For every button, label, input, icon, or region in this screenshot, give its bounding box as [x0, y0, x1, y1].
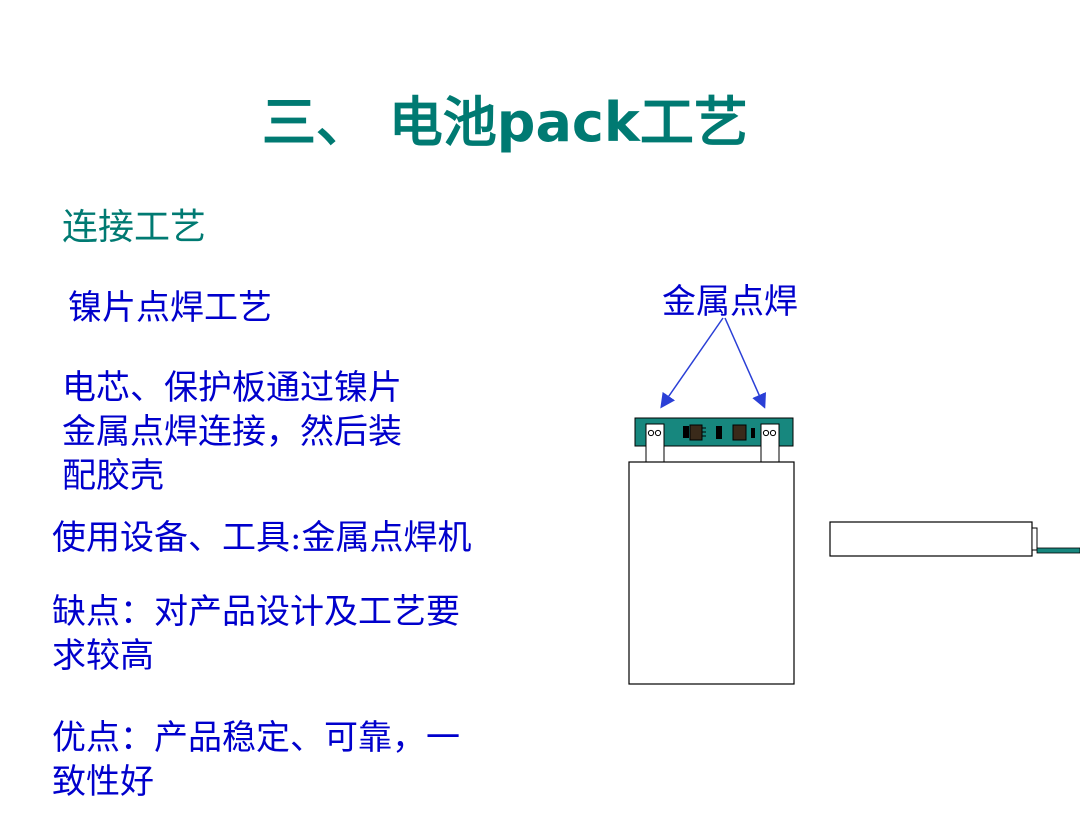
equipment-text: 使用设备、工具:金属点焊机 [52, 518, 472, 558]
pcb-component [683, 426, 689, 438]
method-heading: 镍片点焊工艺 [68, 288, 272, 328]
section-subtitle: 连接工艺 [62, 207, 207, 248]
description-line: 配胶壳 [62, 456, 164, 496]
nickel-tab-right [760, 423, 780, 465]
slide-title: 三、 电池pack工艺 [262, 91, 748, 154]
battery-cell [628, 461, 795, 685]
battery-side-view [829, 521, 1080, 557]
pcb-chip [689, 424, 703, 441]
callout-label: 金属点焊 [662, 282, 798, 322]
side-view-tab [1036, 547, 1080, 554]
disadvantage-line: 缺点：对产品设计及工艺要 [52, 592, 460, 632]
disadvantage-block: 缺点：对产品设计及工艺要 求较高 [52, 590, 460, 678]
nickel-tab-left [645, 423, 665, 465]
description-line: 金属点焊连接，然后装 [62, 412, 402, 452]
pcb-component [751, 428, 755, 438]
description-block: 电芯、保护板通过镍片 金属点焊连接，然后装 配胶壳 [62, 366, 402, 498]
callout-arrow-right [724, 317, 766, 409]
pcb-chip [732, 424, 747, 441]
callout-arrow-left [660, 317, 724, 409]
pcb-chip-pins [702, 427, 706, 437]
advantage-line: 致性好 [52, 762, 154, 802]
advantage-block: 优点：产品稳定、可靠，一 致性好 [52, 716, 460, 804]
pcb-component [716, 426, 722, 439]
disadvantage-line: 求较高 [52, 636, 154, 676]
description-line: 电芯、保护板通过镍片 [62, 368, 402, 408]
advantage-line: 优点：产品稳定、可靠，一 [52, 718, 460, 758]
